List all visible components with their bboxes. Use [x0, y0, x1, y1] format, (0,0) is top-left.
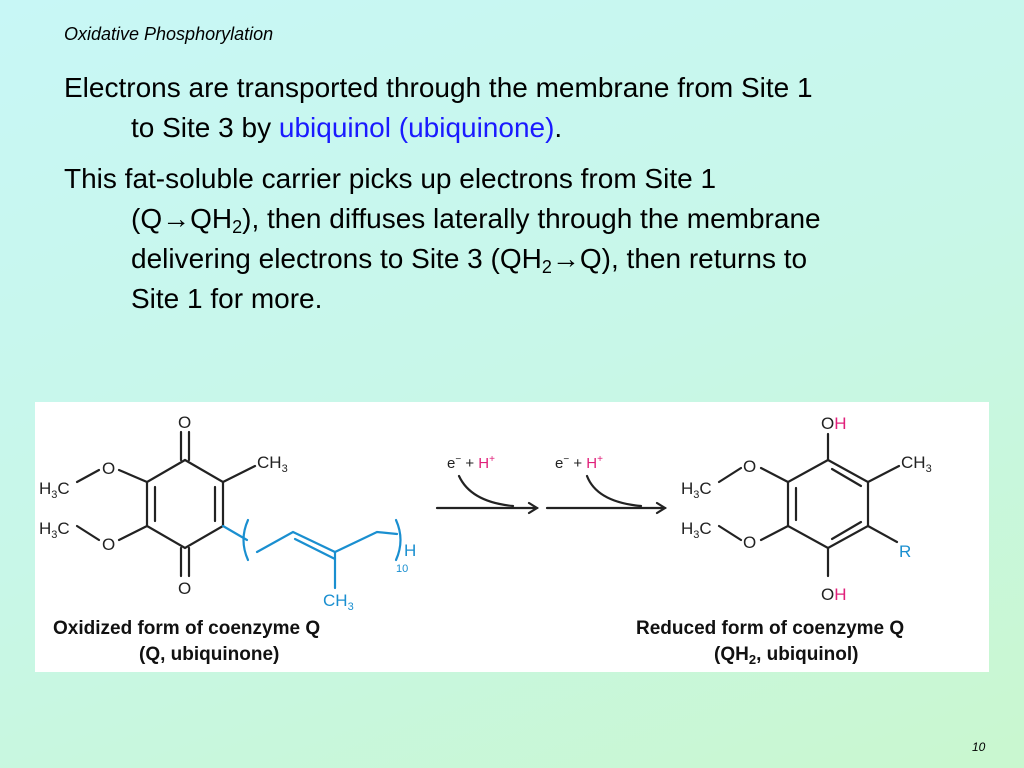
para2-line1: This fat-soluble carrier picks up electr… [64, 163, 717, 194]
aromatic-bond-c [830, 520, 863, 541]
ubiquinol-highlight: ubiquinol (ubiquinone) [278, 112, 555, 143]
oxygen-methoxy-lower: O [102, 535, 115, 554]
para2-line3-post: →Q), then returns to [551, 243, 808, 274]
h3c-upper-right: H3C [681, 479, 712, 501]
para2-line2-pre: (Q→QH [131, 203, 233, 234]
para2-line3: delivering electrons to Site 3 (QH2→Q), … [64, 239, 994, 279]
right-caption-line2: (QH2, ubiquinol) [714, 644, 858, 667]
left-caption-line2: (Q, ubiquinone) [139, 644, 279, 665]
subscript-2: 2 [232, 217, 243, 237]
slide-title: Oxidative Phosphorylation [64, 24, 274, 44]
para1-line2-text: to Site 3 by [131, 112, 279, 143]
para1-line2-period: . [554, 112, 563, 143]
para1-line1: Electrons are transported through the me… [64, 72, 813, 103]
reagent-label-2: e− + H+ [555, 454, 603, 472]
reagent-label-1: e− + H+ [447, 454, 495, 472]
chain-double-bond [293, 537, 337, 561]
methoxy-bond-upper [117, 468, 149, 484]
right-caption-line1: Reduced form of coenzyme Q [636, 618, 904, 639]
oxygen-methoxy-upper-right: O [743, 457, 756, 476]
h3c-upper: H3C [39, 479, 70, 501]
coenzyme-q-diagram: O O O O H3C H3C CH3 H 10 CH3 e− + H+ e− … [39, 413, 932, 667]
h3c-lower-right: H3C [681, 519, 712, 541]
para2-line3-pre: delivering electrons to Site 3 (QH [131, 243, 542, 274]
r-group-label: R [899, 542, 911, 561]
chain-h-label: H [404, 541, 416, 560]
methoxy-methyl-lower [75, 524, 101, 542]
left-caption-line1: Oxidized form of coenzyme Q [53, 618, 320, 639]
oxygen-top: O [178, 413, 191, 432]
ch3-label-right: CH3 [901, 453, 932, 475]
ch3-label: CH3 [257, 453, 288, 475]
chain-ch3-label: CH3 [323, 591, 354, 613]
methoxy-bond-lower [117, 524, 149, 542]
methoxy-methyl-lower-right [717, 524, 743, 542]
para2-line2-post: ), then diffuses laterally through the m… [242, 203, 821, 234]
coenzyme-q-figure: O O O O H3C H3C CH3 H 10 CH3 e− + H+ e− … [35, 402, 989, 672]
chain-backbone [255, 530, 399, 554]
chain-bracket-open [242, 518, 250, 562]
methyl-bond-right-r [866, 464, 901, 484]
quinone-ring [145, 458, 225, 550]
chain-bracket-close [394, 518, 402, 562]
aromatic-bond-b [830, 467, 863, 488]
methoxy-bond-upper-right [759, 466, 790, 484]
subscript-2: 2 [541, 257, 552, 277]
chain-repeat-count: 10 [396, 563, 408, 575]
methyl-bond-right [221, 464, 257, 484]
para2-line2: (Q→QH2), then diffuses laterally through… [64, 199, 994, 239]
curved-arrow-1 [457, 474, 515, 508]
slide-number: 10 [972, 740, 986, 754]
hydroxyl-bottom: OH [821, 585, 847, 604]
para1-line2: to Site 3 by ubiquinol (ubiquinone). [64, 108, 994, 148]
curved-arrow-2 [585, 474, 643, 508]
methoxy-bond-lower-right [759, 524, 790, 542]
oxygen-bottom: O [178, 579, 191, 598]
methoxy-methyl-upper [75, 468, 101, 484]
hydroxyl-top: OH [821, 414, 847, 433]
methoxy-methyl-upper-right [717, 466, 743, 484]
h3c-lower: H3C [39, 519, 70, 541]
oxygen-methoxy-lower-right: O [743, 533, 756, 552]
oxygen-methoxy-upper: O [102, 459, 115, 478]
reaction-arrowhead-1 [527, 501, 540, 515]
r-group-bond [866, 524, 899, 544]
paragraph-carrier: This fat-soluble carrier picks up electr… [64, 159, 994, 319]
para2-line4: Site 1 for more. [131, 283, 323, 314]
hydroquinone-ring [786, 458, 870, 550]
reaction-arrowhead-2 [655, 501, 668, 515]
paragraph-electron-transport: Electrons are transported through the me… [64, 68, 994, 148]
